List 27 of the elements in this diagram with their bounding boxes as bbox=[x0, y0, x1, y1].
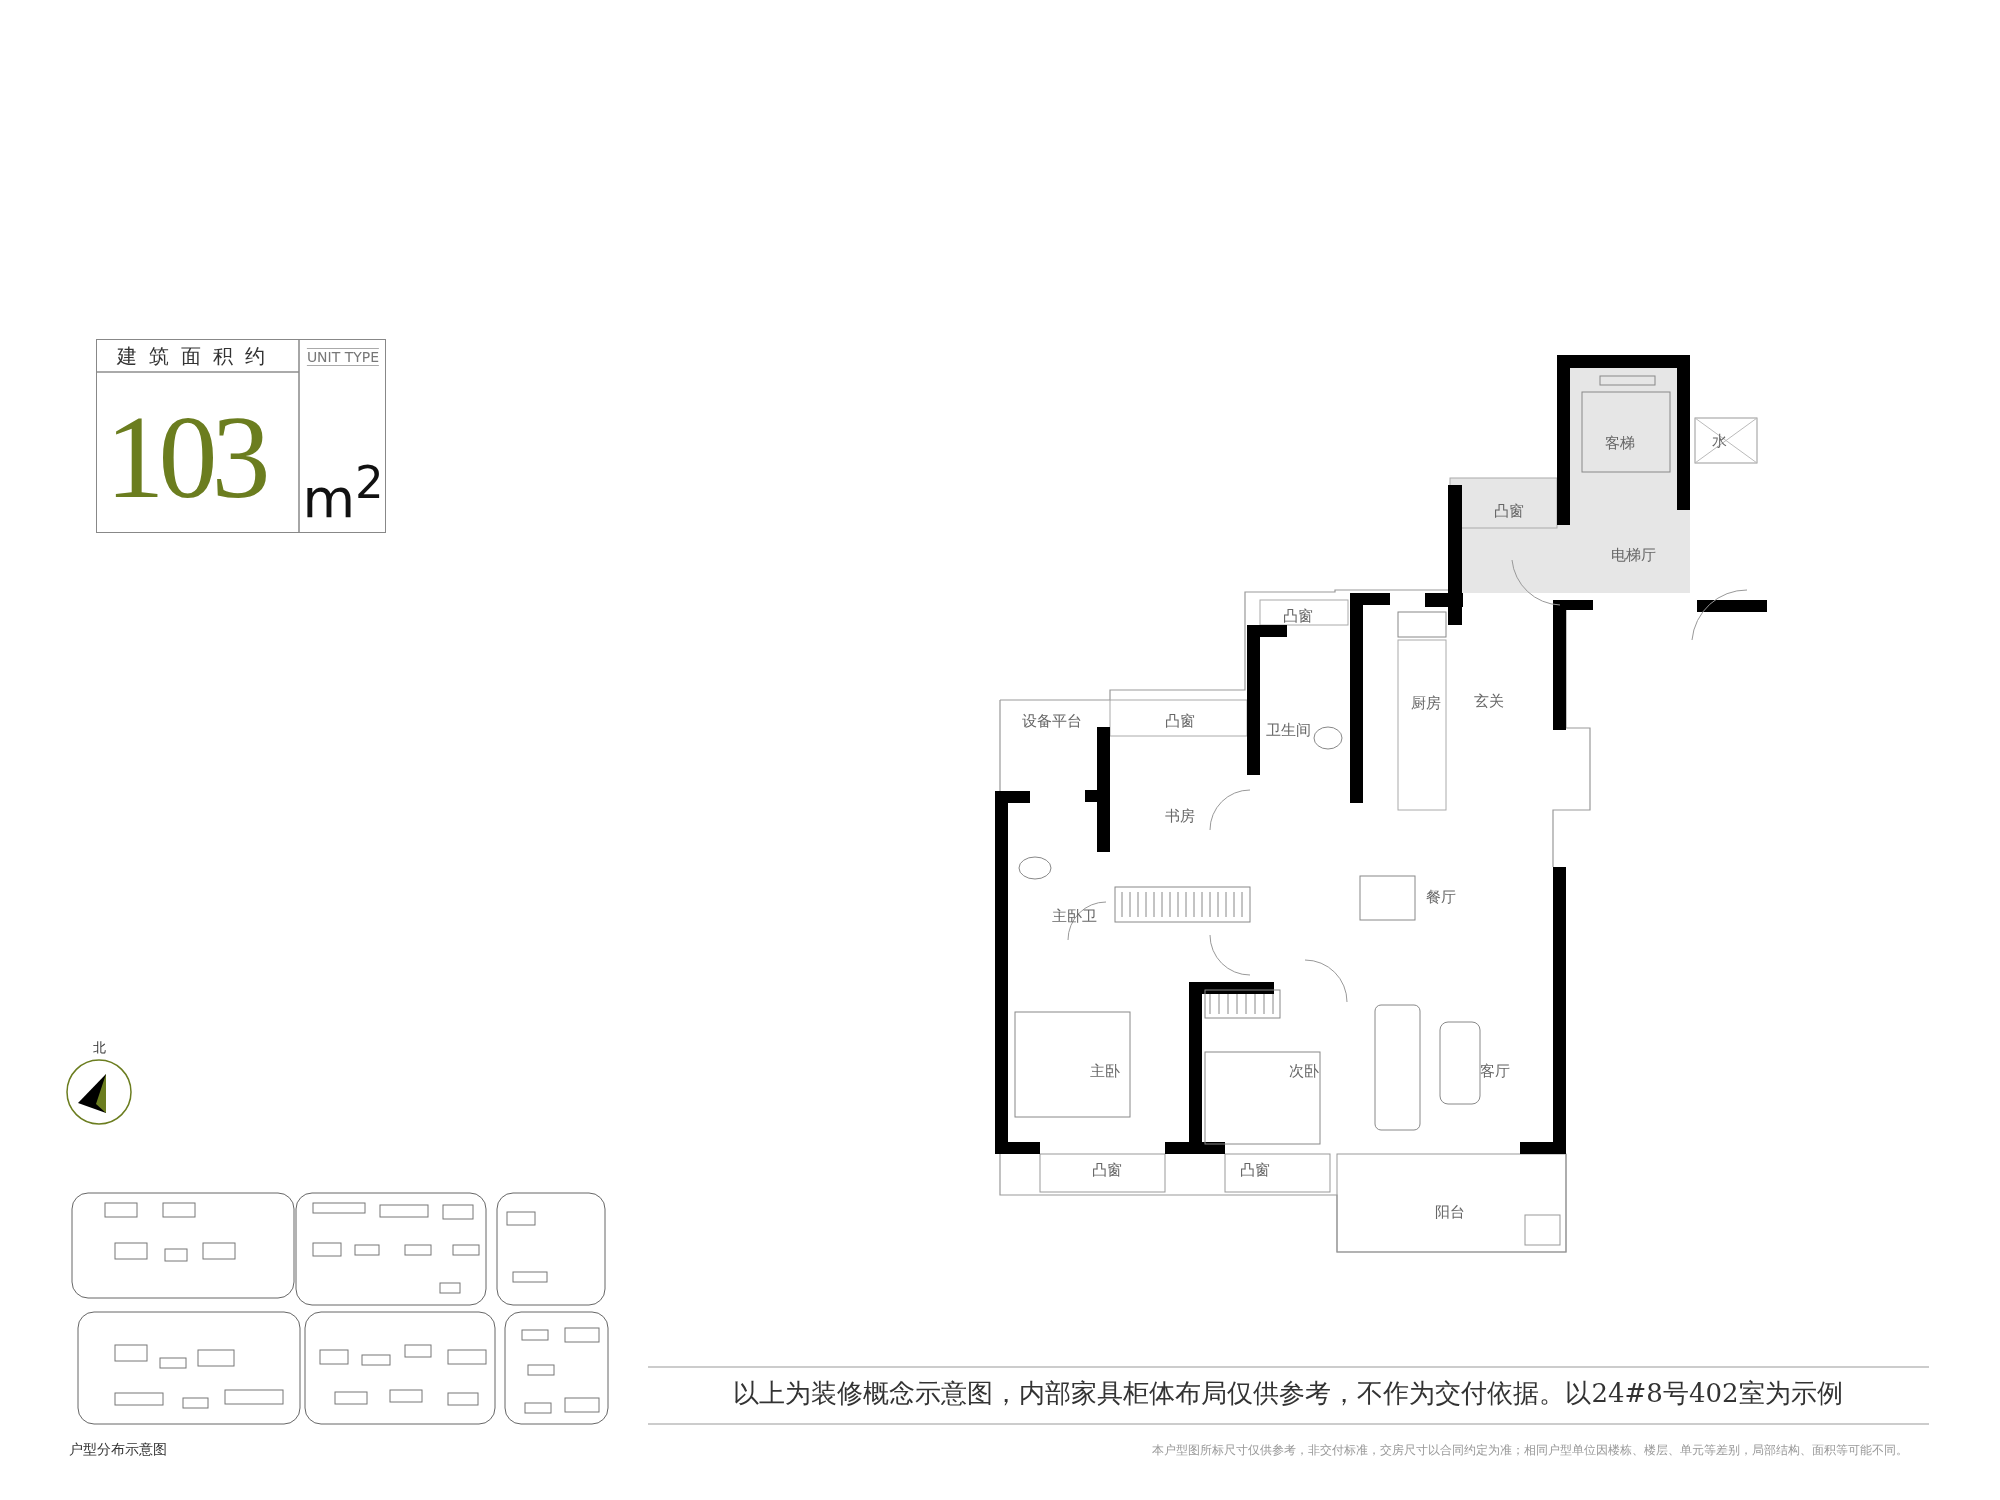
room-label: 客梯 bbox=[1605, 433, 1635, 453]
room-label: 设备平台 bbox=[1022, 711, 1082, 731]
room-label: 阳台 bbox=[1435, 1202, 1465, 1222]
room-label: 次卧 bbox=[1289, 1061, 1319, 1081]
room-label: 凸窗 bbox=[1494, 501, 1524, 521]
room-label: 卫生间 bbox=[1265, 720, 1311, 740]
room-label: 主卧 bbox=[1090, 1061, 1120, 1081]
room-label: 餐厅 bbox=[1426, 887, 1456, 907]
room-label: 凸窗 bbox=[1283, 606, 1313, 626]
room-label: 水 bbox=[1711, 431, 1727, 451]
note: 以上为装修概念示意图，内部家具柜体布局仅供参考，不作为交付依据。以24#8号402室为示例 bbox=[733, 1376, 1843, 1410]
north-label: 北 bbox=[92, 1039, 106, 1057]
room-label: 书房 bbox=[1165, 806, 1195, 826]
room-label: 厨房 bbox=[1411, 693, 1441, 713]
room-label: 玄关 bbox=[1474, 691, 1504, 711]
room-label: 客厅 bbox=[1480, 1061, 1510, 1081]
room-label: 凸窗 bbox=[1092, 1160, 1122, 1180]
room-label: 主卧卫 bbox=[1051, 906, 1097, 926]
area-unit: m$^{2}$ bbox=[302, 456, 384, 530]
room-label: 凸窗 bbox=[1240, 1160, 1270, 1180]
caption: 户型分布示意图 bbox=[69, 1441, 167, 1459]
area-caption: 建筑面积约 bbox=[117, 342, 277, 370]
area-value: 103 bbox=[105, 391, 265, 525]
unit-type-caption: UNIT TYPE bbox=[306, 348, 380, 366]
footnote: 本户型图所标尺寸仅供参考，非交付标准，交房尺寸以合同约定为准；相同户型单位因楼栋、楼层、单元等差别，局部结构、面积等可能不同。 bbox=[1152, 1441, 1908, 1459]
room-label: 电梯厅 bbox=[1610, 545, 1656, 565]
room-label: 凸窗 bbox=[1165, 711, 1195, 731]
